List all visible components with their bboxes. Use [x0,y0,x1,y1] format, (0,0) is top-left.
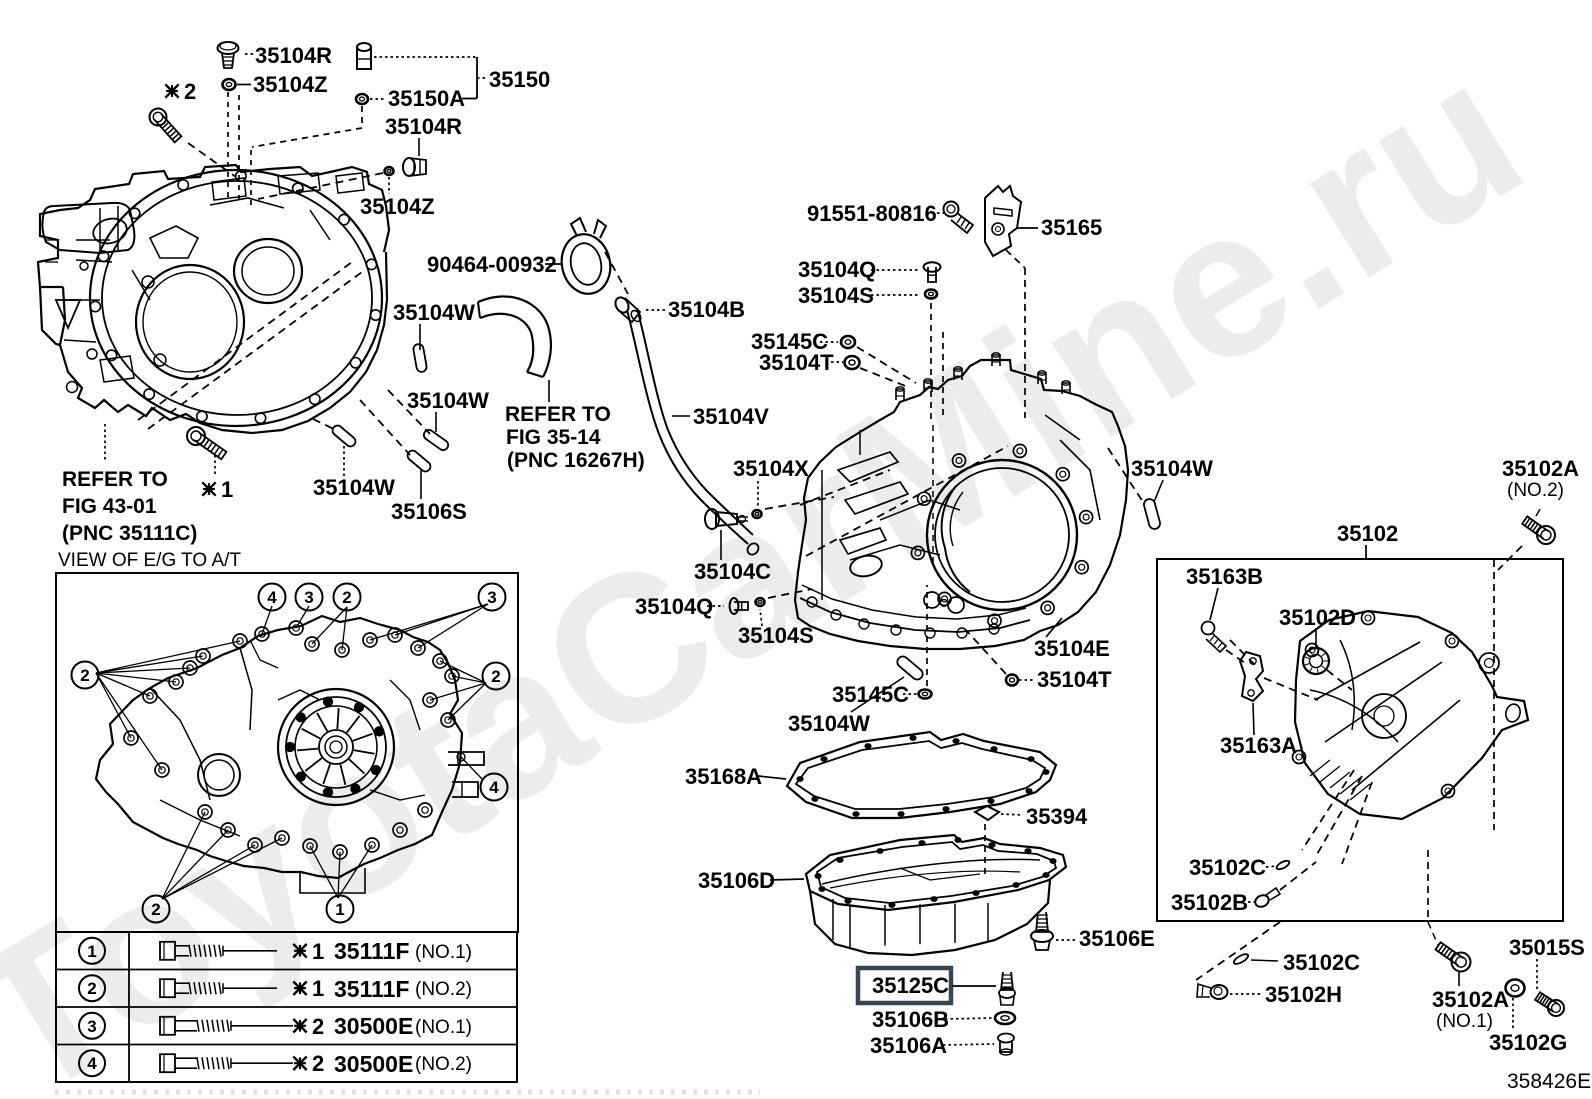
svg-text:2: 2 [312,1014,324,1039]
svg-text:4: 4 [87,1054,97,1073]
svg-text:35125C: 35125C [872,973,949,998]
svg-text:358426E: 358426E [1507,1070,1591,1093]
svg-text:35104W: 35104W [788,711,870,736]
svg-text:35104Z: 35104Z [360,194,435,219]
svg-text:35163A: 35163A [1220,733,1297,758]
svg-text:35102: 35102 [1337,521,1398,546]
svg-text:35104B: 35104B [668,297,745,322]
svg-text:(NO.1): (NO.1) [415,1017,472,1038]
svg-text:35104W: 35104W [407,388,489,413]
svg-text:35102C: 35102C [1283,950,1360,975]
svg-text:35102C: 35102C [1189,855,1266,880]
svg-text:35015S: 35015S [1509,935,1585,960]
svg-text:1: 1 [221,477,233,502]
svg-text:35111F: 35111F [334,976,409,1002]
svg-text:35104W: 35104W [313,475,395,500]
svg-text:35104V: 35104V [693,404,769,429]
svg-text:1: 1 [312,939,324,964]
svg-text:35104T: 35104T [759,350,834,375]
svg-text:FIG 43-01: FIG 43-01 [62,495,157,518]
svg-text:(PNC 35111C): (PNC 35111C) [62,522,197,545]
svg-text:35104C: 35104C [694,559,771,584]
svg-text:35163B: 35163B [1186,564,1263,589]
svg-text:90464-00932: 90464-00932 [427,252,557,277]
svg-text:35106S: 35106S [391,499,467,524]
svg-text:2: 2 [184,79,196,104]
svg-text:35104Q: 35104Q [798,257,876,282]
svg-text:35394: 35394 [1026,804,1088,829]
svg-text:2: 2 [342,588,351,607]
svg-text:35150A: 35150A [388,86,465,111]
svg-text:1: 1 [87,942,96,961]
svg-text:(NO.2): (NO.2) [415,1054,472,1075]
svg-text:35102G: 35102G [1489,1030,1567,1055]
svg-text:35104S: 35104S [738,623,814,648]
svg-text:(NO.1): (NO.1) [415,942,472,963]
svg-text:35111F: 35111F [334,938,409,964]
svg-text:3: 3 [304,588,313,607]
svg-text:4: 4 [489,778,499,797]
svg-text:2: 2 [87,979,96,998]
svg-text:30500E: 30500E [334,1051,413,1077]
svg-text:35145C: 35145C [832,682,909,707]
svg-text:3: 3 [487,588,496,607]
svg-text:1: 1 [335,900,344,919]
svg-text:35104X: 35104X [733,456,809,481]
svg-text:3: 3 [87,1017,96,1036]
svg-text:(NO.2): (NO.2) [415,979,472,1000]
svg-text:FIG 35-14: FIG 35-14 [506,426,601,449]
svg-text:35168A: 35168A [685,764,762,789]
svg-text:35102D: 35102D [1279,605,1356,630]
svg-text:1: 1 [312,976,324,1001]
svg-text:35102H: 35102H [1265,982,1342,1007]
svg-text:35150: 35150 [489,67,550,92]
svg-text:2: 2 [312,1051,324,1076]
svg-text:35106E: 35106E [1079,926,1155,951]
svg-text:35104E: 35104E [1034,636,1110,661]
svg-text:35102A: 35102A [1432,987,1509,1012]
svg-text:2: 2 [80,666,89,685]
svg-text:(PNC 16267H): (PNC 16267H) [507,449,645,472]
svg-text:35104Q: 35104Q [635,594,713,619]
svg-text:35145C: 35145C [751,329,828,354]
svg-text:REFER TO: REFER TO [505,403,611,426]
svg-text:35104W: 35104W [1131,456,1213,481]
svg-text:35104R: 35104R [255,43,332,68]
svg-text:35165: 35165 [1041,215,1102,240]
svg-text:35106B: 35106B [872,1007,949,1032]
svg-text:30500E: 30500E [334,1013,413,1039]
svg-text:(NO.2): (NO.2) [1507,480,1564,501]
svg-text:35106A: 35106A [870,1033,947,1058]
svg-text:91551-80816: 91551-80816 [807,201,937,226]
svg-text:2: 2 [491,667,500,686]
svg-text:35102A: 35102A [1502,456,1579,481]
svg-text:35104W: 35104W [393,300,475,325]
svg-text:4: 4 [267,588,277,607]
svg-text:2: 2 [151,900,160,919]
svg-text:35104S: 35104S [798,283,874,308]
svg-text:(NO.1): (NO.1) [1436,1011,1493,1032]
svg-text:VIEW OF E/G TO A/T: VIEW OF E/G TO A/T [58,550,241,571]
svg-text:35104R: 35104R [385,114,462,139]
svg-text:REFER TO: REFER TO [62,468,168,491]
svg-text:35102B: 35102B [1171,890,1248,915]
svg-text:35106D: 35106D [698,868,775,893]
svg-text:35104T: 35104T [1037,667,1112,692]
svg-text:35104Z: 35104Z [253,72,328,97]
